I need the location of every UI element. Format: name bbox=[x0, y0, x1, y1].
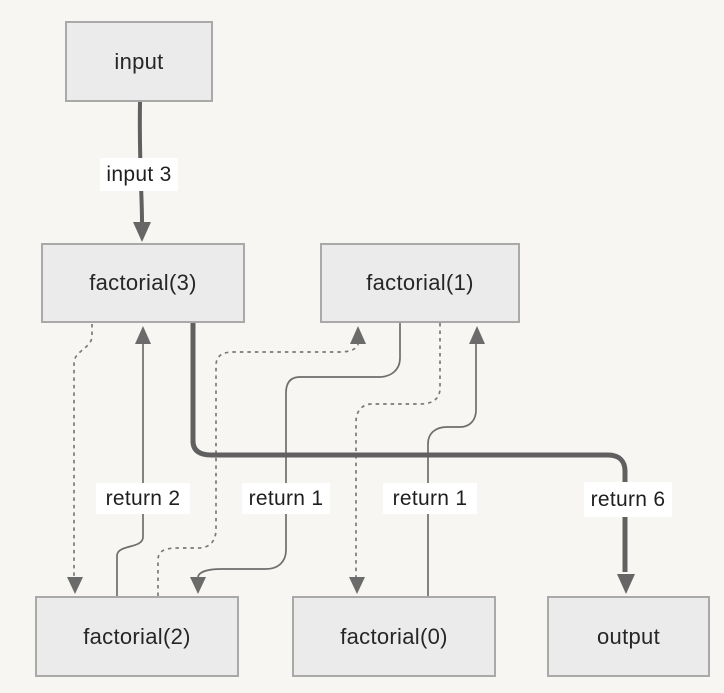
node-input: input bbox=[65, 21, 213, 102]
edge-call-f3-to-f2 bbox=[73, 324, 93, 577]
edge-label-input-3: input 3 bbox=[100, 158, 178, 191]
node-factorial-2: factorial(2) bbox=[35, 596, 239, 677]
node-factorial-1: factorial(1) bbox=[320, 243, 520, 323]
edge-label-return-1-right: return 1 bbox=[383, 483, 477, 514]
node-input-label: input bbox=[114, 48, 164, 74]
edge-return-f3-to-output bbox=[190, 323, 628, 572]
node-factorial-2-label: factorial(2) bbox=[83, 623, 191, 649]
edge-call-f2-to-f1 bbox=[157, 343, 359, 596]
edge-return-f1-to-f2 bbox=[197, 323, 401, 578]
node-factorial-0-label: factorial(0) bbox=[340, 623, 448, 649]
arrowhead-return-f3-to-output bbox=[617, 574, 635, 594]
edge-label-return-1-left: return 1 bbox=[242, 483, 330, 514]
arrowhead-call-f1-to-f0 bbox=[349, 577, 365, 594]
arrowhead-input-to-f3 bbox=[133, 222, 151, 242]
node-factorial-0: factorial(0) bbox=[292, 596, 496, 677]
node-output-label: output bbox=[597, 623, 660, 649]
node-factorial-3: factorial(3) bbox=[41, 243, 245, 323]
edge-return-f2-to-f3 bbox=[116, 344, 144, 596]
node-factorial-3-label: factorial(3) bbox=[89, 270, 197, 295]
edge-label-return-2: return 2 bbox=[96, 483, 190, 514]
node-output: output bbox=[547, 596, 710, 677]
arrowhead-return-f1-to-f2 bbox=[190, 577, 206, 594]
arrowhead-return-f2-to-f3 bbox=[135, 326, 151, 344]
edge-return-f0-to-f1 bbox=[427, 344, 477, 596]
arrowhead-return-f0-to-f1 bbox=[469, 326, 485, 344]
edge-label-return-6: return 6 bbox=[584, 482, 672, 517]
arrowhead-call-f3-to-f2 bbox=[67, 577, 83, 594]
node-factorial-1-label: factorial(1) bbox=[366, 270, 474, 295]
arrowhead-call-f2-to-f1 bbox=[350, 326, 366, 344]
